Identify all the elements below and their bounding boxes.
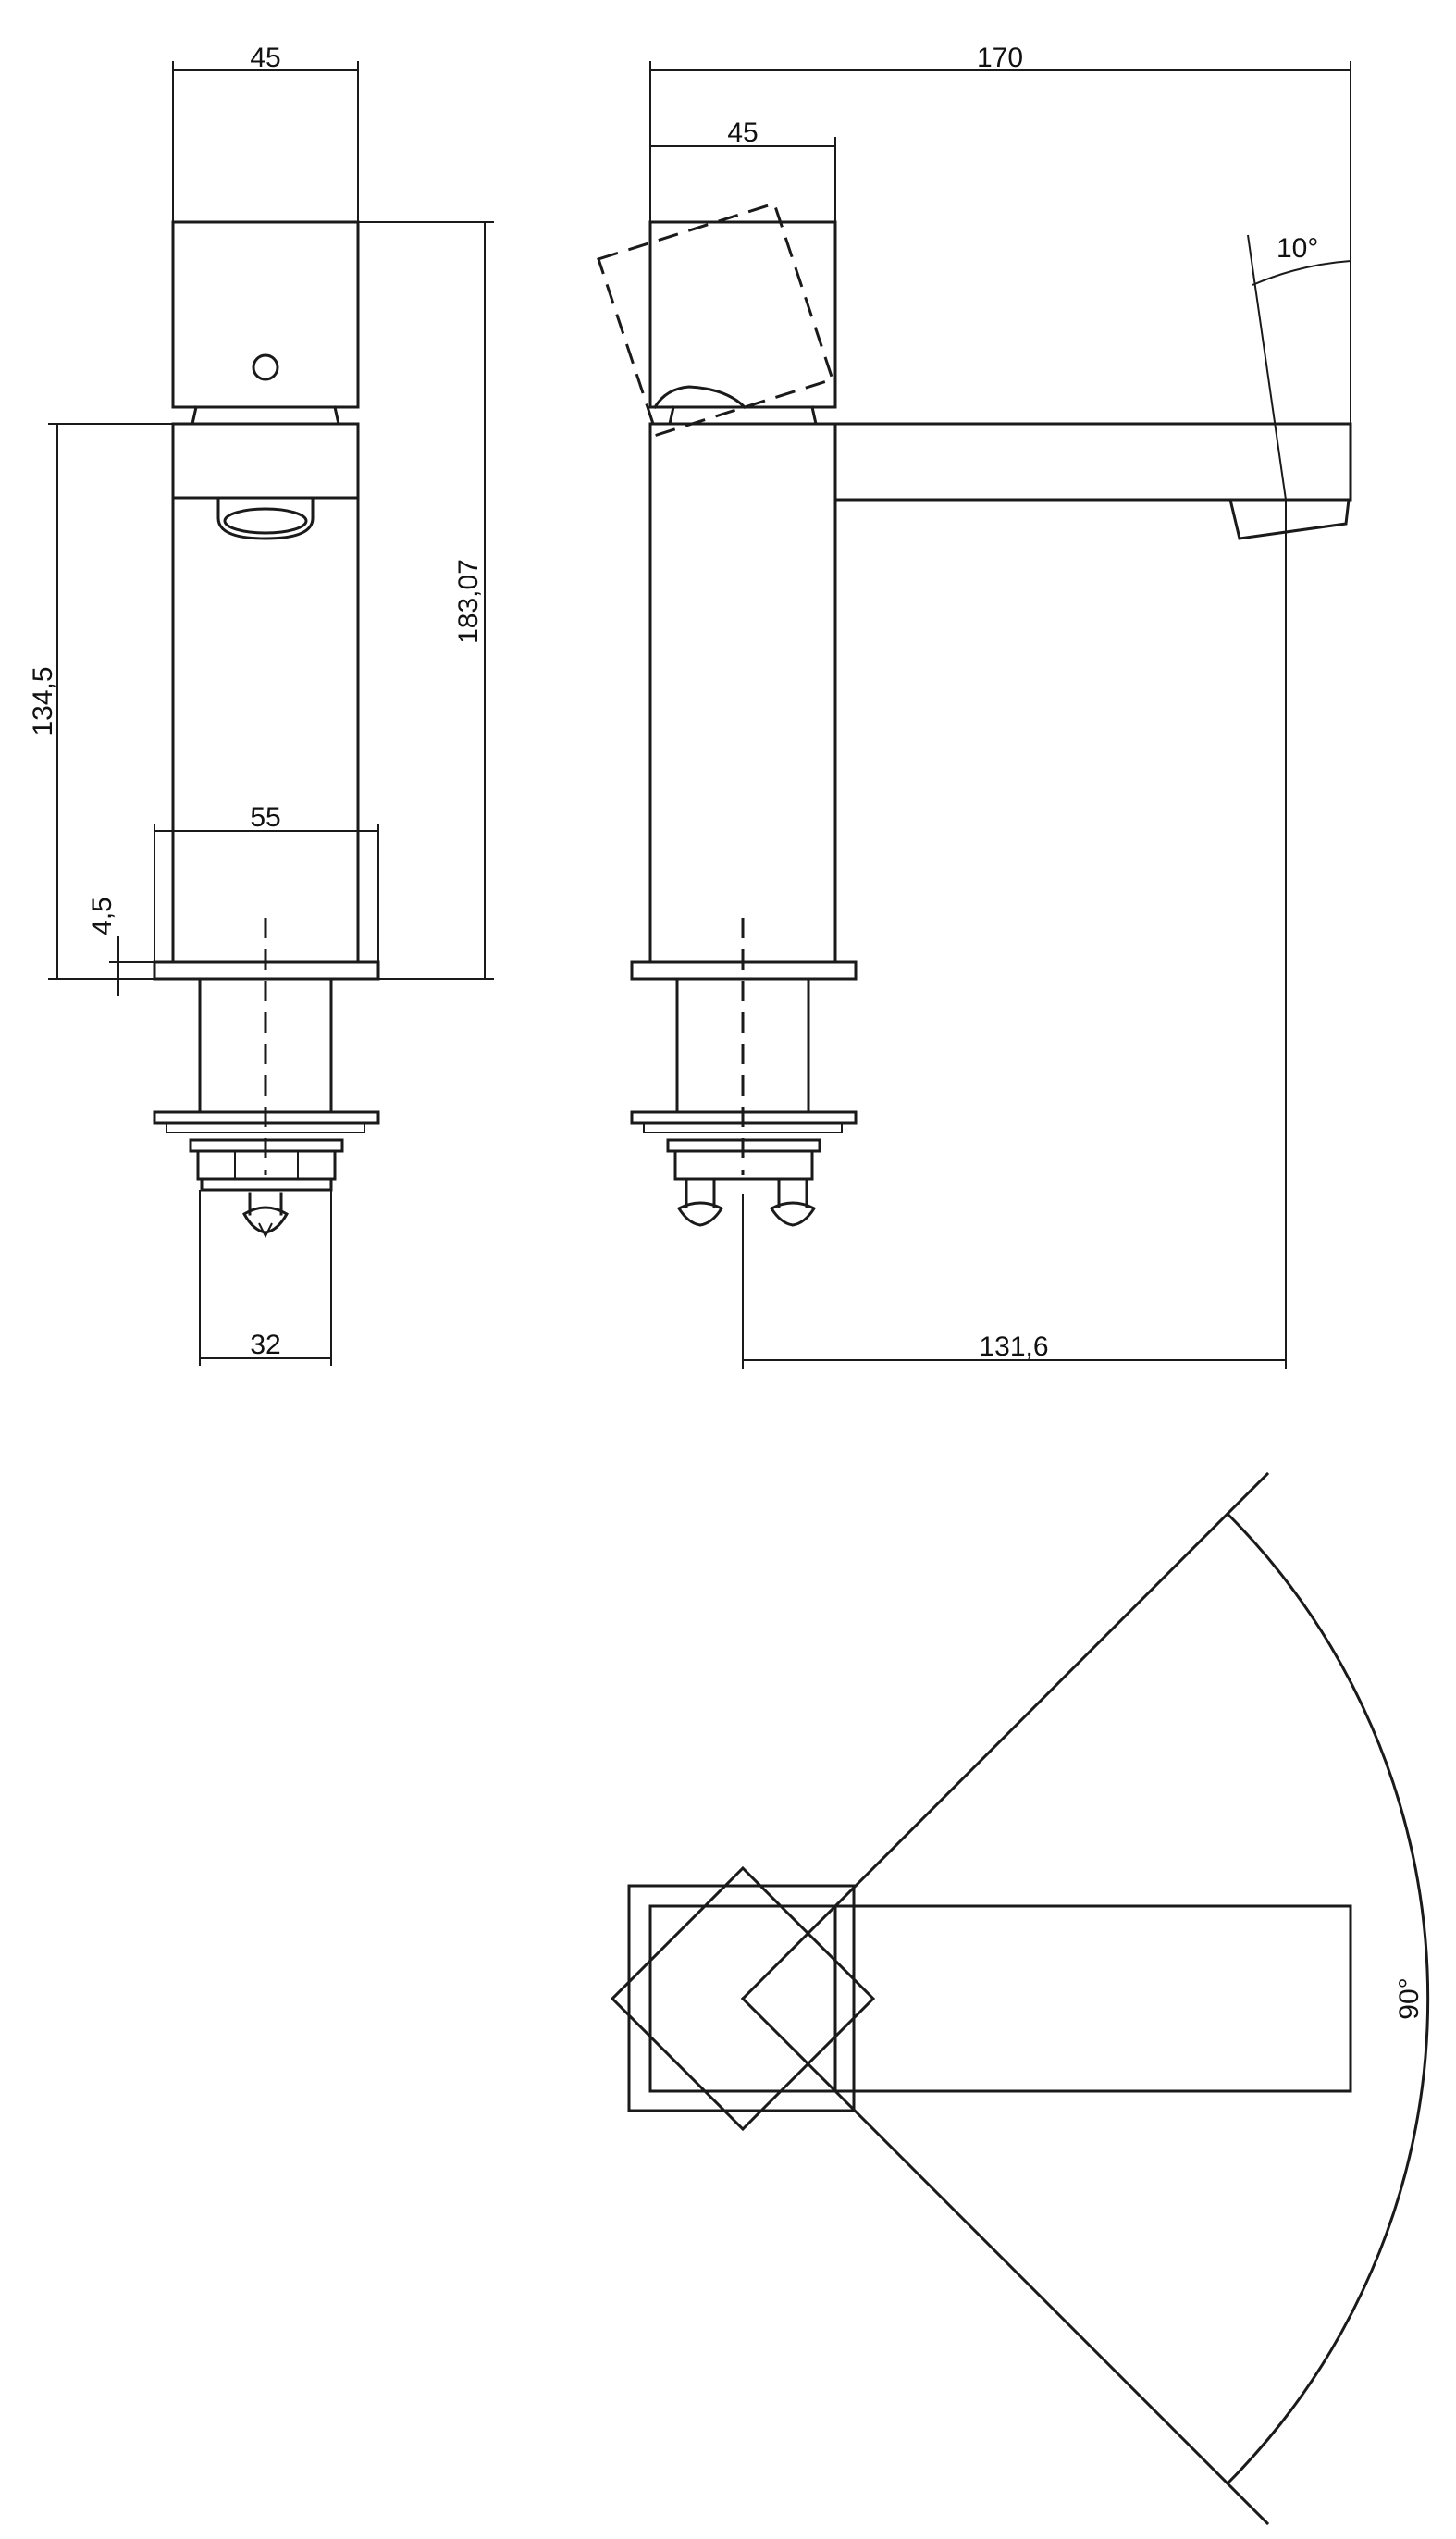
front-view: 45 183,07 134,5 55 4,5 32 [28,43,494,1366]
dim-front-32-text: 32 [250,1330,280,1360]
side-washer-under [643,1123,843,1133]
top-view: 90° [610,1471,1430,2526]
side-spout [833,422,1352,502]
side-view: 170 45 10° 131,6 [597,43,1352,1369]
dim-side-10-text: 10° [1277,233,1318,264]
dim-front-55-text: 55 [250,802,280,833]
side-handle-hinge [652,385,747,410]
top-handle-outer [627,1884,856,2112]
top-rotation-line-lower [740,1996,1270,2526]
dim-side-10-arc [1252,260,1351,286]
front-washer-under [166,1123,365,1133]
dim-front-134-text: 134,5 [28,666,58,736]
top-rotation-arc [1225,1511,1430,2486]
front-upper-body [171,422,360,500]
top-rotation-angle-text: 90° [1394,1977,1425,2019]
side-bolt-right [769,1177,817,1227]
front-bolt-head [241,1192,290,1234]
top-spout [833,1904,1352,2093]
dim-side-10-tilt-line [1247,234,1287,501]
side-body [648,422,837,964]
side-aerator [1228,498,1351,540]
side-neck [668,405,818,426]
dim-front-4-5-text: 4,5 [87,897,117,935]
dim-side-45-text: 45 [727,118,758,148]
front-nut-lower [200,1177,333,1192]
top-body-inner [648,1904,837,2093]
dim-front-45-text: 45 [250,43,280,73]
side-handle-tilted [597,202,834,437]
front-neck [191,405,340,426]
dim-side-131-text: 131,6 [979,1331,1048,1362]
side-handle-block [648,220,837,409]
front-lower-body [171,496,360,964]
front-bolt-tip [258,1222,273,1239]
dim-side-170-text: 170 [977,43,1023,73]
front-handle-block [171,220,360,409]
top-handle-rotated [610,1865,876,2132]
dim-front-183-text: 183,07 [453,559,484,644]
front-aerator-ring [223,507,308,535]
side-bolt-left [676,1177,724,1227]
front-aerator [216,496,315,540]
top-rotation-line-upper [740,1471,1270,2001]
front-handle-screw-hole [252,353,279,381]
